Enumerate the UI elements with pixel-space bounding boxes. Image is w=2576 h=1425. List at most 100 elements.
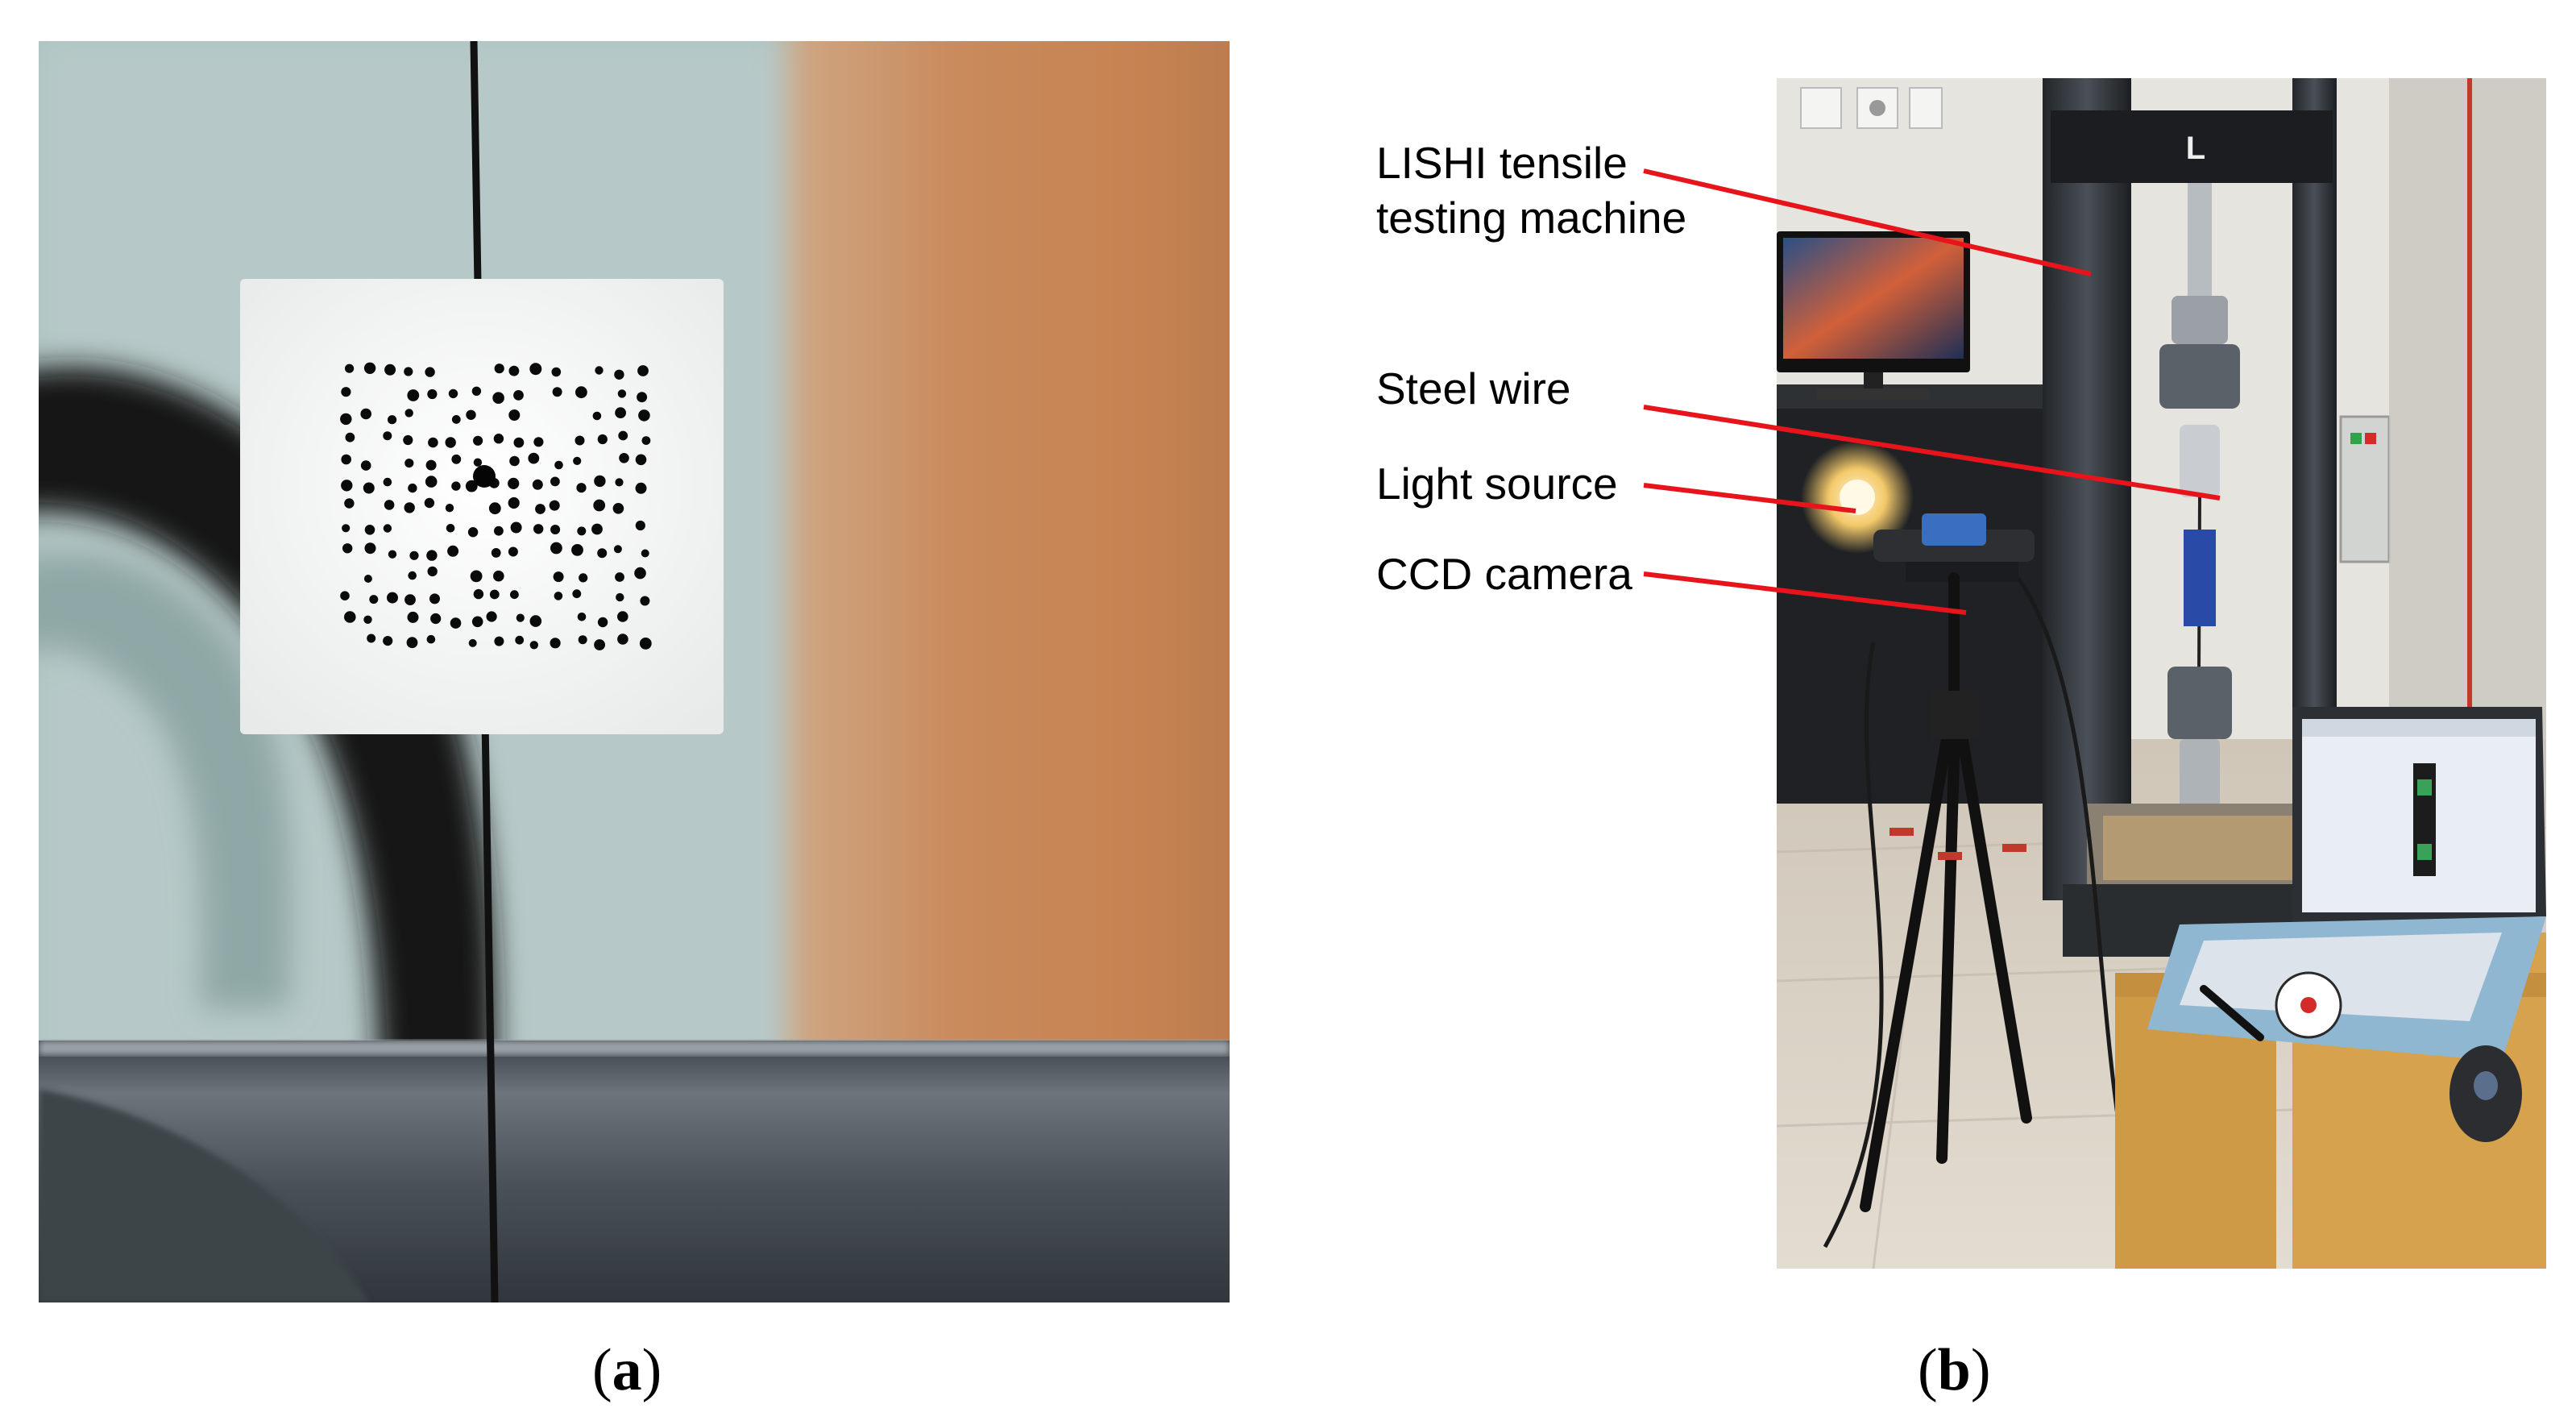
- speckle-dot: [528, 452, 540, 464]
- speckle-dot: [591, 523, 603, 535]
- speckle-dot: [550, 542, 562, 555]
- speckle-dot: [404, 594, 416, 605]
- speckle-dot: [615, 572, 624, 582]
- speckle-dot: [427, 566, 438, 577]
- speckle-dot: [575, 386, 587, 399]
- speckle-dot: [470, 570, 483, 583]
- speckle-dot: [635, 454, 647, 466]
- speckle-dot: [595, 366, 604, 375]
- speckle-dot: [408, 483, 417, 493]
- caption-a-open: (: [592, 1337, 612, 1403]
- speckle-dot: [388, 550, 397, 559]
- speckle-dot: [360, 408, 372, 420]
- speckle-dot: [344, 611, 356, 623]
- speckle-dot: [493, 434, 504, 444]
- speckle-dot: [510, 521, 522, 534]
- speckle-dot: [427, 388, 438, 400]
- speckle-dot: [617, 389, 627, 398]
- speckle-dot: [509, 455, 520, 467]
- speckle-dot: [579, 573, 588, 583]
- speckle-dot: [516, 613, 525, 622]
- speckle-dot: [426, 634, 436, 644]
- speckle-dot: [447, 545, 459, 557]
- speckle-dot: [406, 637, 418, 649]
- speckle-dot: [554, 460, 563, 470]
- speckle-dot: [341, 480, 353, 492]
- speckle-dot: [494, 636, 504, 646]
- speckle-dot: [513, 390, 524, 401]
- speckle-dot: [471, 386, 482, 396]
- speckle-dot: [493, 570, 504, 582]
- speckle-dot: [451, 415, 461, 424]
- photo-test-setup: L: [1777, 78, 2546, 1269]
- speckle-dot: [576, 483, 587, 493]
- caption-b-close: ): [1970, 1337, 1991, 1403]
- speckle-dot: [445, 437, 456, 448]
- speckle-dot: [466, 409, 476, 420]
- speckle-dot: [613, 545, 622, 554]
- speckle-dot: [450, 617, 462, 629]
- speckle-dot: [409, 550, 419, 560]
- speckle-dot: [404, 409, 413, 418]
- speckle-dot: [363, 575, 372, 583]
- speckle-dot: [575, 435, 585, 446]
- label-steel-wire: Steel wire: [1376, 364, 1571, 413]
- speckle-dot: [387, 592, 398, 604]
- speckle-dot: [641, 549, 649, 558]
- speckle-dot: [473, 458, 483, 467]
- speckle-dot: [383, 636, 393, 646]
- speckle-dot: [364, 542, 376, 555]
- speckle-dot: [597, 434, 608, 445]
- svg-text:L: L: [2186, 131, 2205, 166]
- caption-a: (a): [592, 1338, 662, 1402]
- speckle-dot: [403, 434, 413, 446]
- speckle-dot: [404, 502, 415, 513]
- speckle-dot: [491, 548, 501, 558]
- speckle-dot: [573, 456, 582, 466]
- speckle-dot: [533, 524, 544, 534]
- speckle-dot: [473, 588, 484, 600]
- speckle-dot: [508, 477, 520, 490]
- speckle-dot: [425, 367, 435, 377]
- caption-b-open: (: [1918, 1337, 1938, 1403]
- speckle-dot: [641, 436, 651, 445]
- speckle-dot: [508, 546, 518, 557]
- speckle-dot: [529, 641, 538, 650]
- speckle-dot: [383, 477, 392, 487]
- caption-b: (b): [1918, 1338, 1990, 1402]
- caption-a-letter: a: [612, 1337, 642, 1403]
- label-light-source: Light source: [1376, 459, 1618, 509]
- speckle-dot: [634, 567, 646, 580]
- speckle-dot: [494, 526, 504, 536]
- speckle-dot: [473, 435, 483, 446]
- speckle-dot: [408, 571, 417, 580]
- speckle-dot: [388, 415, 397, 425]
- speckle-dot: [360, 460, 371, 471]
- speckle-dot: [594, 639, 605, 650]
- speckle-dot: [532, 479, 543, 490]
- speckle-dot: [445, 504, 454, 513]
- speckle-dot: [553, 571, 564, 583]
- speckle-dot: [363, 362, 376, 374]
- speckle-dot: [614, 369, 624, 380]
- label-testing-machine: LISHI tensile testing machine: [1376, 135, 1686, 245]
- speckle-dot: [465, 480, 478, 492]
- speckle-dot: [615, 407, 626, 418]
- speckle-dot: [617, 611, 628, 622]
- speckle-dot: [593, 499, 606, 512]
- speckle-dot: [533, 437, 544, 447]
- speckle-dot: [571, 544, 583, 556]
- speckle-dot: [425, 459, 437, 471]
- speckle-dot: [637, 392, 648, 403]
- speckle-dot: [577, 526, 587, 536]
- speckle-dot: [510, 590, 519, 600]
- speckle-dot: [635, 520, 645, 531]
- speckle-pattern: [340, 362, 652, 650]
- speckle-dot: [551, 367, 562, 377]
- speckle-dot: [640, 596, 650, 606]
- speckle-dot: [448, 388, 458, 399]
- speckle-dot: [615, 478, 624, 487]
- speckle-dot: [363, 615, 372, 624]
- speckle-dot: [515, 635, 525, 645]
- speckle-dot: [451, 481, 461, 491]
